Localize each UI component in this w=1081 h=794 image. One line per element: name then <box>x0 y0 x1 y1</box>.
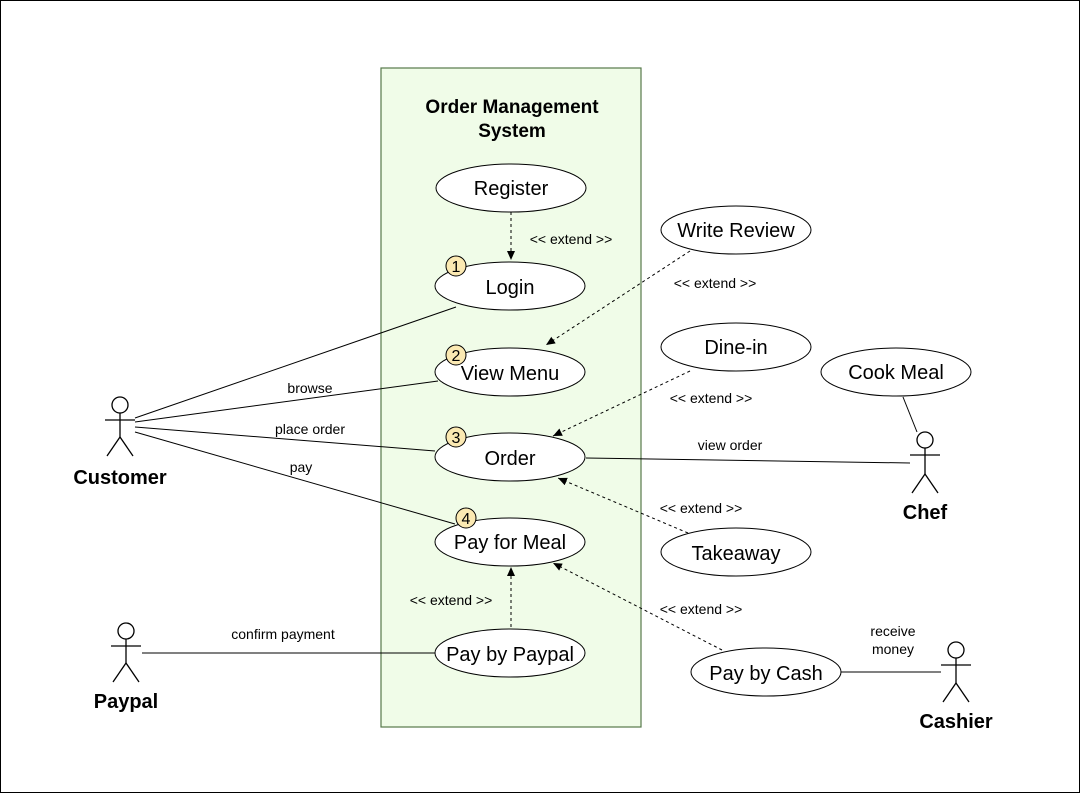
assoc-customer-pay <box>134 431 456 525</box>
label-browse: browse <box>287 380 332 396</box>
actor-cashier-label: Cashier <box>919 711 993 733</box>
use-case-dine-in: Dine-in <box>660 322 812 372</box>
extend-label-register: << extend >> <box>530 231 613 247</box>
use-case-pay-by-paypal-label: Pay by Paypal <box>446 644 574 666</box>
use-case-login: Login <box>434 261 586 311</box>
actor-cashier-figure-icon <box>941 641 971 703</box>
label-money: money <box>872 641 914 657</box>
use-case-pay-for-meal: Pay for Meal <box>434 517 586 567</box>
assoc-customer-view-menu <box>134 380 439 423</box>
use-case-login-label: Login <box>486 277 535 299</box>
system-title-line1: Order Management <box>425 97 599 118</box>
actor-paypal-figure-icon <box>111 622 141 683</box>
extend-label-write-review: << extend >> <box>674 275 757 291</box>
actor-customer-figure-icon <box>105 396 135 457</box>
label-view-order: view order <box>698 437 763 453</box>
badge-4-label: 4 <box>462 511 471 528</box>
actor-chef-label: Chef <box>903 502 948 524</box>
extend-write-review-view-menu <box>545 250 691 346</box>
use-case-write-review: Write Review <box>660 205 812 255</box>
extend-dine-in-order <box>552 370 691 437</box>
system-title-line2: System <box>478 121 546 142</box>
extend-label-takeaway: << extend >> <box>660 500 743 516</box>
badge-1-label: 1 <box>452 259 461 276</box>
assoc-chef-cook-meal <box>902 396 918 433</box>
assoc-customer-order <box>134 426 436 452</box>
actor-chef: Chef <box>903 431 948 524</box>
badge-4: 4 <box>455 507 477 529</box>
actor-customer-label: Customer <box>73 467 167 489</box>
extend-cash-pay-for-meal <box>552 562 723 651</box>
label-receive: receive <box>870 623 915 639</box>
actor-cashier: Cashier <box>919 641 993 733</box>
use-case-pay-by-paypal: Pay by Paypal <box>434 628 586 678</box>
use-case-pay-by-cash: Pay by Cash <box>690 647 842 697</box>
assoc-chef-order <box>585 457 911 464</box>
assoc-customer-login <box>134 306 457 419</box>
extend-label-dine-in: << extend >> <box>670 390 753 406</box>
use-case-pay-for-meal-label: Pay for Meal <box>454 532 566 554</box>
label-confirm-payment: confirm payment <box>231 626 335 642</box>
use-case-write-review-label: Write Review <box>677 220 795 242</box>
extend-label-paypal: << extend >> <box>410 592 493 608</box>
label-place-order: place order <box>275 421 345 437</box>
use-case-register-label: Register <box>474 178 549 200</box>
use-case-cook-meal: Cook Meal <box>820 347 972 397</box>
actor-paypal-label: Paypal <box>94 691 158 713</box>
actor-paypal: Paypal <box>94 622 158 713</box>
actor-customer: Customer <box>73 396 167 489</box>
use-case-cook-meal-label: Cook Meal <box>848 362 944 384</box>
use-case-register: Register <box>435 163 587 213</box>
use-case-takeaway: Takeaway <box>660 527 812 577</box>
badge-2: 2 <box>445 344 467 366</box>
use-case-view-menu: View Menu <box>434 347 586 397</box>
badge-3: 3 <box>445 426 467 448</box>
label-pay: pay <box>290 459 313 475</box>
extend-label-cash: << extend >> <box>660 601 743 617</box>
use-case-dine-in-label: Dine-in <box>704 337 767 359</box>
use-case-pay-by-cash-label: Pay by Cash <box>709 663 822 685</box>
badge-2-label: 2 <box>452 348 461 365</box>
badge-3-label: 3 <box>452 430 461 447</box>
use-case-view-menu-label: View Menu <box>461 363 560 385</box>
use-case-order-label: Order <box>484 448 535 470</box>
actor-chef-figure-icon <box>910 431 940 494</box>
badge-1: 1 <box>445 255 467 277</box>
use-case-takeaway-label: Takeaway <box>692 543 781 565</box>
use-case-order: Order <box>434 432 586 482</box>
